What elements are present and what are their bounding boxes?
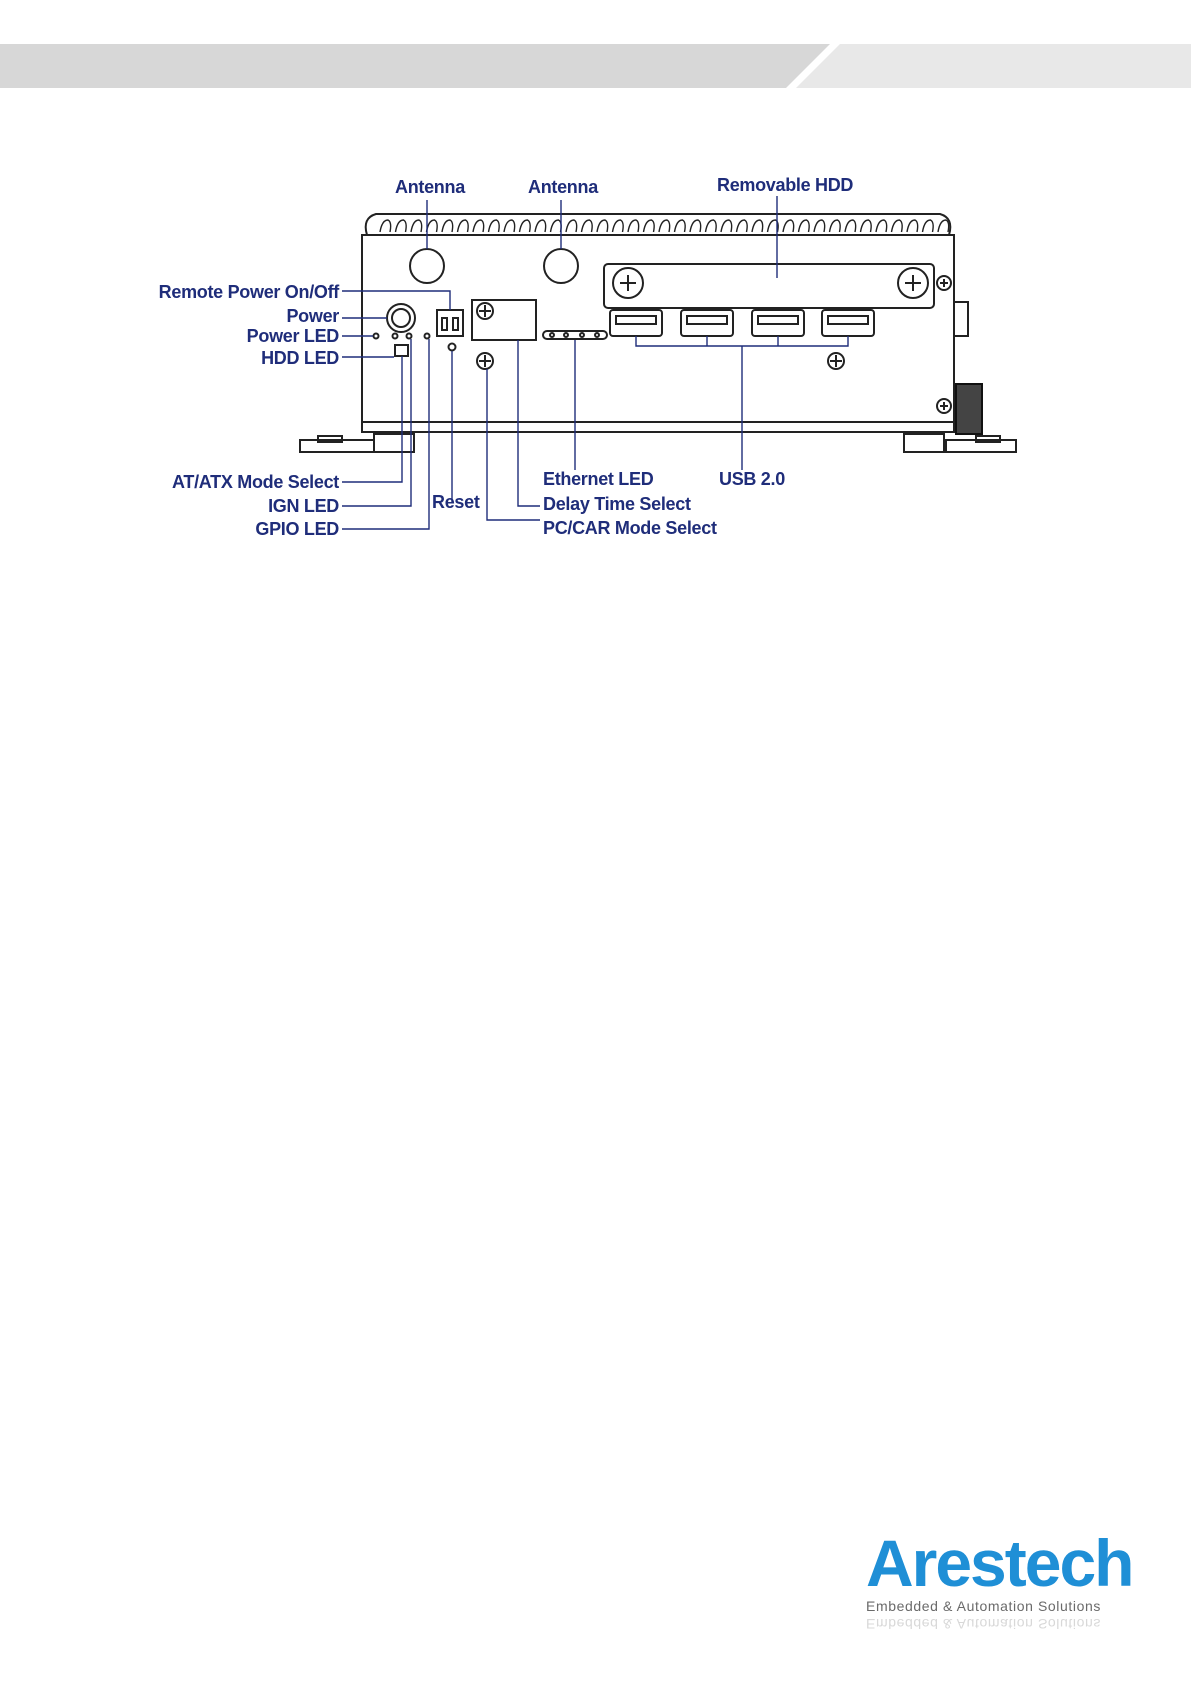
heatsink-fins (366, 214, 951, 235)
antenna-port-right (544, 249, 578, 283)
usb-ports (610, 310, 874, 336)
antenna-port-left (410, 249, 444, 283)
label-power-led: Power LED (247, 326, 339, 347)
label-remote-power: Remote Power On/Off (159, 282, 339, 303)
label-antenna-left: Antenna (395, 177, 465, 198)
label-reset: Reset (432, 492, 480, 513)
label-gpio-led: GPIO LED (255, 519, 339, 540)
logo-tagline-reflection: Embedded & Automation Solutions (866, 1616, 1101, 1632)
label-pc-car: PC/CAR Mode Select (543, 518, 717, 539)
label-delay-time: Delay Time Select (543, 494, 691, 515)
arestech-logo: Arestech (866, 1530, 1132, 1596)
logo-tagline: Embedded & Automation Solutions (866, 1598, 1101, 1614)
side-connector (954, 302, 968, 336)
side-knob (956, 384, 982, 434)
label-ign-led: IGN LED (268, 496, 339, 517)
label-ethernet-led: Ethernet LED (543, 469, 653, 490)
label-power: Power (286, 306, 339, 327)
removable-hdd-tray (604, 264, 934, 308)
remote-power-connector (437, 310, 463, 336)
label-usb: USB 2.0 (719, 469, 785, 490)
delay-time-switch (472, 300, 536, 340)
label-antenna-right: Antenna (528, 177, 598, 198)
label-removable-hdd: Removable HDD (717, 175, 853, 196)
label-at-atx: AT/ATX Mode Select (172, 472, 339, 493)
mounting-bracket-left (300, 434, 414, 452)
mounting-bracket-right (904, 434, 1016, 452)
label-hdd-led: HDD LED (261, 348, 339, 369)
